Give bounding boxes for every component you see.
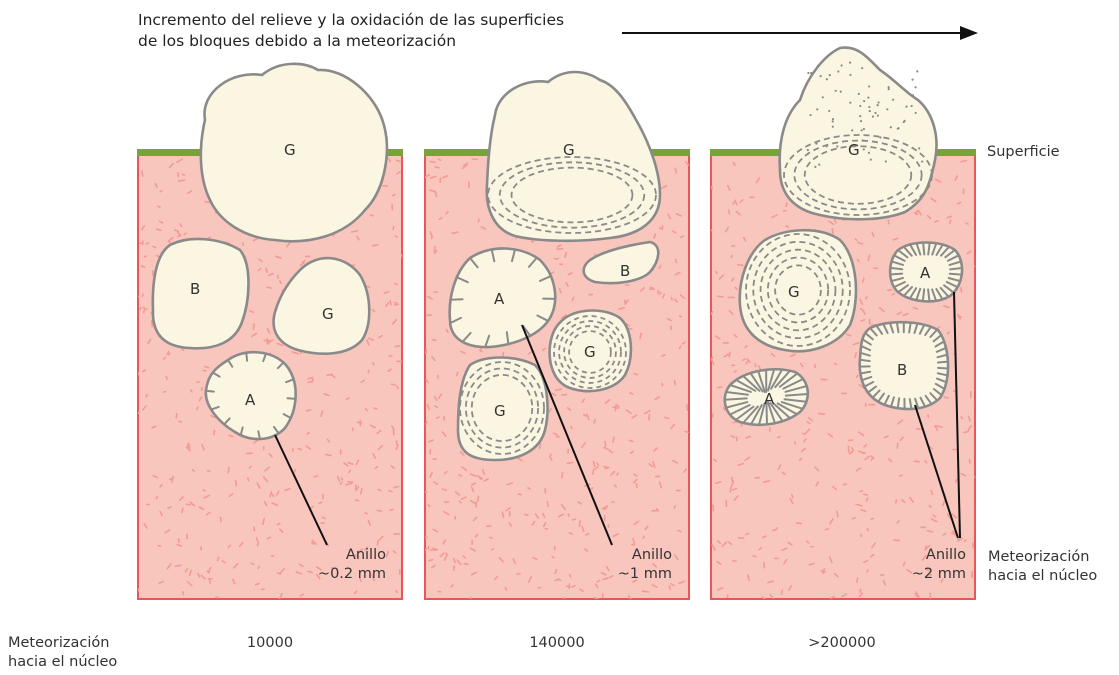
time-arrow (622, 26, 978, 40)
rock-label: G (284, 141, 296, 159)
ring-label-2: Anillo ~1 mm (586, 546, 672, 584)
surface-label: Superficie (987, 143, 1060, 162)
rock-label: B (190, 280, 200, 298)
rock-label: G (788, 283, 800, 301)
ring-label-text: Anillo (586, 546, 672, 565)
ring-label-text: Anillo (300, 546, 386, 565)
rock-label: B (620, 262, 630, 280)
core-weathering-label-right: Meteorización hacia el núcleo (988, 548, 1097, 586)
core-weathering-line1: Meteorización (988, 548, 1097, 567)
rock-label: A (920, 264, 931, 282)
rock-label: G (563, 141, 575, 159)
rock-label: G (494, 402, 506, 420)
rock-label: B (897, 361, 907, 379)
rock-label: A (764, 390, 775, 408)
ring-value-text: ~0.2 mm (300, 565, 386, 584)
age-label-3: >200000 (792, 634, 892, 653)
rock-label: G (848, 141, 860, 159)
age-label-1: 10000 (220, 634, 320, 653)
rock-label: A (494, 290, 505, 308)
rock-label: G (322, 305, 334, 323)
ring-value-text: ~1 mm (586, 565, 672, 584)
ring-value-text: ~2 mm (880, 565, 966, 584)
rock-basalt (153, 239, 249, 348)
ring-label-3: Anillo ~2 mm (880, 546, 966, 584)
ring-label-1: Anillo ~0.2 mm (300, 546, 386, 584)
rock-label: G (584, 343, 596, 361)
diagram-header: Incremento del relieve y la oxidación de… (138, 10, 564, 52)
age-label-2: 140000 (507, 634, 607, 653)
core-weathering-line1: Meteorización (8, 634, 117, 653)
core-weathering-line2: hacia el núcleo (988, 567, 1097, 586)
ring-label-text: Anillo (880, 546, 966, 565)
header-line-2: de los bloques debido a la meteorización (138, 31, 564, 52)
rock-label: A (245, 391, 256, 409)
core-weathering-label-left: Meteorización hacia el núcleo (8, 634, 117, 672)
core-weathering-line2: hacia el núcleo (8, 653, 117, 672)
header-line-1: Incremento del relieve y la oxidación de… (138, 10, 564, 31)
